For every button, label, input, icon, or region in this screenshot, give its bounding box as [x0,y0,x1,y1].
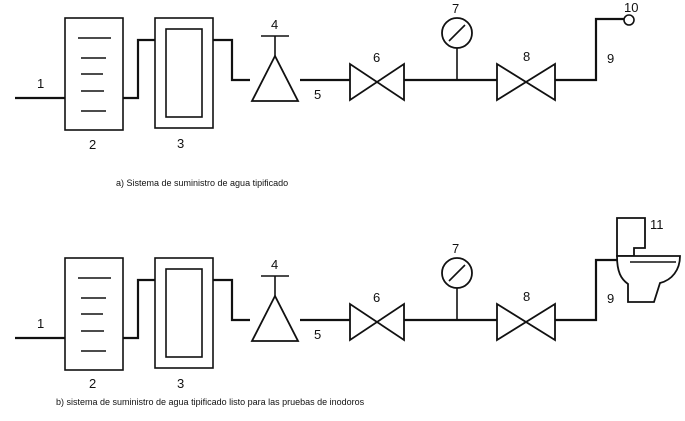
pipe-a-3-4 [213,38,250,82]
label-b-5: 5 [314,327,321,342]
valve-6-a [349,62,405,102]
valve-8-b [496,302,556,342]
label-b-3: 3 [177,376,184,391]
label-b-8: 8 [523,289,530,304]
valve-6-b [349,302,405,342]
filter-a [154,17,214,129]
label-b-7: 7 [452,241,459,256]
valve-8-a [496,62,556,102]
pipe-a-2-3 [123,38,155,100]
label-b-1: 1 [37,316,44,331]
label-a-2: 2 [89,137,96,152]
caption-b: b) sistema de suministro de agua tipific… [56,397,365,407]
tank-b [64,257,124,371]
label-a-6: 6 [373,50,380,65]
tank-a [64,17,124,131]
gauge-b [441,257,473,320]
label-a-7: 7 [452,1,459,16]
label-a-3: 3 [177,136,184,151]
pressure-regulator-b [250,275,300,342]
label-a-8: 8 [523,49,530,64]
diagram-a: 1 2 3 4 5 6 7 8 9 10 a) Sistema de sumin… [15,0,638,188]
label-b-11: 11 [650,217,664,232]
pressure-regulator-a [250,35,300,102]
diagram-b: 1 2 3 4 5 6 7 8 9 11 b) sistema de sumin… [15,217,681,407]
label-a-1: 1 [37,76,44,91]
label-a-5: 5 [314,87,321,102]
label-a-10: 10 [624,0,638,15]
pipe-b-2-3 [123,278,155,340]
label-a-4: 4 [271,17,278,32]
filter-b [154,257,214,369]
pipe-b-3-4 [213,278,250,322]
pipe-a-8-10 [555,17,624,82]
pipe-b-8-11 [555,258,622,322]
label-b-2: 2 [89,376,96,391]
outlet-a [623,14,635,26]
gauge-a [441,17,473,80]
label-a-9: 9 [607,51,614,66]
toilet-icon [616,217,681,303]
caption-a: a) Sistema de suministro de agua tipific… [116,178,288,188]
label-b-4: 4 [271,257,278,272]
label-b-9: 9 [607,291,614,306]
label-b-6: 6 [373,290,380,305]
